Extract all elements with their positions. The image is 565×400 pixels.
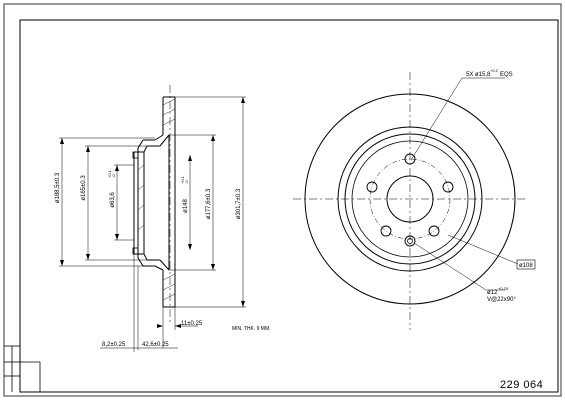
part-number: 229 064 (500, 379, 543, 391)
hat-face-edge (351, 140, 469, 258)
hat-outer-edge (344, 133, 476, 265)
min-thickness-note: MIN. THK. 9 MM. (232, 326, 271, 332)
friction-inner-edge (337, 126, 483, 272)
dim-offset-b: 42,6±0.25 (142, 342, 169, 348)
dim-offset-a: 8,2±0.25 (102, 342, 126, 348)
bolt-hole-section (132, 151, 139, 255)
front-leaders (410, 77, 519, 291)
bolt-holes-tol: +0.2 (490, 68, 499, 73)
bolt-hole (442, 181, 454, 193)
dim-outer-diameter: ø301,7±0.3 (236, 188, 242, 219)
side-view: ø301,7±0.3 ø177,6±0.3 ø148 ø188,5±0.3 ø1… (55, 85, 271, 352)
bolt-hole (366, 181, 378, 193)
pcd-label: ø108 (519, 263, 533, 269)
bolt-holes (366, 153, 454, 237)
side-arrowheads (60, 97, 245, 328)
dim-hat-body: ø165±0.3 (81, 175, 87, 201)
dim-thickness: 11±0.25 (181, 321, 203, 327)
bolt-hole (380, 225, 392, 237)
drawing-frame (3, 3, 562, 397)
title-block (4, 345, 41, 392)
dim-friction-inner: ø177,6±0.3 (206, 188, 212, 219)
dim-hat-outer: ø188,5±0.3 (55, 172, 61, 203)
drawing-border (19, 19, 559, 393)
bolt-hole (404, 153, 416, 165)
bolt-holes-eqs: EQS (500, 72, 513, 78)
outer-edge (304, 93, 516, 305)
bolt-hole (428, 225, 440, 237)
dim-bore: ø63,6 (110, 192, 116, 208)
pin-hole (404, 235, 416, 247)
center-bore (386, 175, 434, 223)
disc-circles (304, 93, 516, 305)
side-dim-lines (59, 96, 246, 352)
dim-bore-tol: +0.1-0 (107, 169, 116, 178)
pin-hole-label: ø12 (487, 290, 498, 296)
section-hatch (137, 98, 176, 301)
front-view: 5X ø15,8 +0.2 EQS ø108 ø12 +0.25 V@22x90… (293, 68, 536, 330)
pin-hole-depth: V@22x90° (487, 297, 516, 303)
pcd-label-box (516, 259, 536, 270)
dim-pcd: ø148 (183, 199, 189, 213)
dim-pcd-tol: +0.1-0 (180, 175, 189, 184)
bolt-holes-label: 5X ø15,8 (466, 72, 491, 78)
pin-hole-tol: +0.25 (498, 286, 509, 291)
pcd-circle (369, 158, 451, 240)
disc-section (133, 96, 176, 308)
